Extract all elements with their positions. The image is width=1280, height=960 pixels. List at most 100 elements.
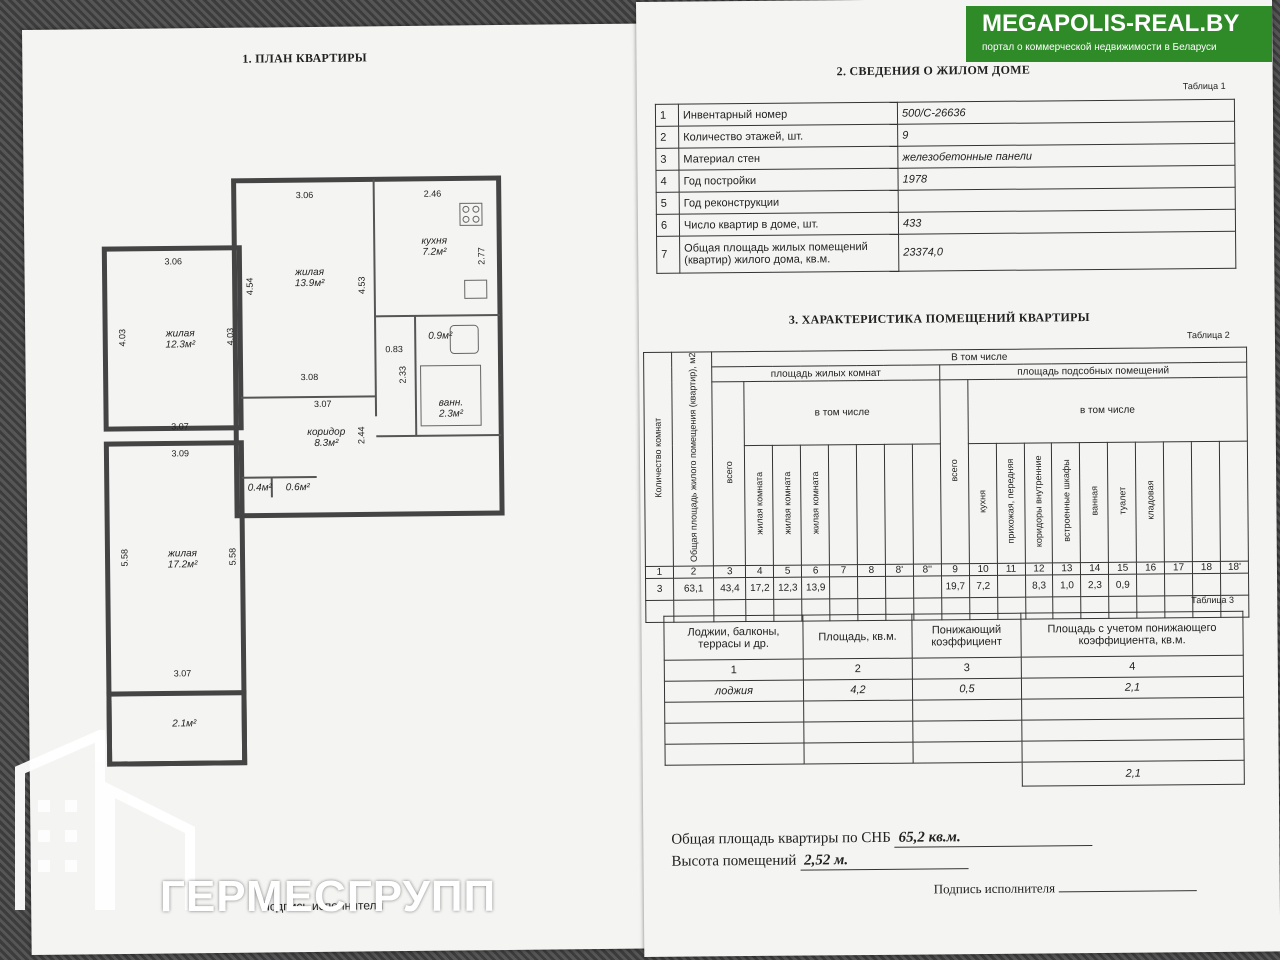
dim-2: 4.03 — [117, 328, 128, 347]
signature: Подпись исполнителя — [934, 879, 1197, 897]
building-logo-icon — [15, 730, 195, 910]
dim-4: 3.06 — [295, 189, 314, 201]
dim-17: 5.58 — [227, 547, 238, 566]
col-number: 8 — [857, 563, 886, 577]
col-number: 3 — [713, 565, 746, 578]
col-number: 1 — [645, 565, 674, 578]
summary-height-value: 2,52 м. — [800, 851, 969, 871]
value-cell: 0,9 — [1108, 573, 1137, 596]
h-area-coef: Площадь с учетом понижающего коэффициент… — [1020, 611, 1244, 658]
dim-8: 3.07 — [313, 398, 332, 409]
company-logo-text: ГЕРМЕСГРУПП — [160, 872, 497, 921]
h-total: Общая площадь жилого помещения (квартир)… — [686, 352, 699, 563]
summary-height-label: Высота помещений — [671, 852, 797, 870]
col-aux-storage: кладовая — [1144, 480, 1156, 520]
room-toilet: 0.9м² — [428, 330, 453, 342]
col-living-2: жилая комната — [781, 471, 793, 535]
rooms-table: Количество комнат Общая площадь жилого п… — [643, 347, 1249, 623]
col-number: 8' — [885, 563, 914, 576]
value-cell — [913, 575, 942, 598]
value-cell — [1220, 572, 1249, 595]
summary-area: Общая площадь квартиры по СНБ 65,2 кв.м. — [671, 828, 1093, 850]
h-balcony-type: Лоджии, балконы, террасы и др. — [663, 615, 804, 661]
dim-7: 3.08 — [300, 371, 319, 383]
h-area: Площадь, кв.м. — [802, 614, 913, 660]
col-aux-hall: прихожая, передняя — [1005, 458, 1016, 544]
h-count: Количество комнат — [653, 417, 664, 498]
balcony-total: 2,1 — [1022, 760, 1245, 787]
summary-height: Высота помещений 2,52 м. — [671, 851, 969, 872]
dim-1: 3.06 — [164, 256, 183, 267]
dim-3: 4.03 — [225, 327, 236, 346]
dim-9: 2.46 — [423, 188, 442, 199]
value-cell — [885, 575, 914, 598]
col-aux-kitchen: кухня — [977, 490, 988, 514]
value-cell — [997, 574, 1026, 597]
value-cell — [1136, 573, 1165, 596]
h-incl2: в том числе — [744, 379, 941, 446]
col-number: 6 — [801, 564, 830, 577]
dim-10: 2.77 — [476, 247, 487, 265]
value-cell — [1164, 573, 1193, 596]
col-number: 10 — [969, 562, 998, 576]
dim-16: 5.58 — [119, 548, 130, 567]
col-number: 13 — [1052, 562, 1081, 575]
col-number: 8'' — [913, 563, 942, 576]
house-title: 2. СВЕДЕНИЯ О ЖИЛОМ ДОМЕ — [836, 62, 1031, 79]
col-number: 4 — [745, 564, 774, 578]
value-cell: 1,0 — [1052, 574, 1082, 597]
dim-18: 3.07 — [173, 668, 192, 679]
value-cell: 12,3 — [773, 576, 802, 599]
value-cell — [857, 575, 886, 599]
value-cell: 19,7 — [941, 575, 970, 598]
col-number: 17 — [1164, 561, 1193, 574]
room-closet-2: 0.6м² — [285, 482, 310, 494]
dim-12: 2.33 — [397, 365, 408, 384]
table1-label: Таблица 1 — [1182, 80, 1226, 92]
table2-label: Таблица 2 — [1186, 329, 1230, 341]
col-number: 11 — [997, 562, 1026, 575]
value-cell — [1192, 572, 1221, 596]
table-row: 2,1 — [665, 760, 1245, 789]
col-number: 2 — [673, 565, 714, 578]
col-number: 15 — [1108, 561, 1137, 574]
room-closet-1: 0.4м² — [247, 482, 272, 494]
col-aux-corridor: коридоры внутренние — [1032, 455, 1044, 547]
col-living-1: жилая комната — [753, 472, 765, 535]
col-number: 9 — [941, 563, 970, 576]
summary-area-label: Общая площадь квартиры по СНБ — [671, 829, 891, 848]
col-aux-bath: ванная — [1089, 485, 1100, 516]
col-number: 12 — [1024, 562, 1053, 575]
col-number: 5 — [773, 564, 802, 577]
h-coef: Понижающий коэффициент — [911, 613, 1022, 659]
h-vsego2: всего — [949, 458, 960, 482]
value-cell: 43,4 — [713, 577, 747, 600]
col-number: 14 — [1080, 561, 1109, 575]
room-loggia: 2.1м² — [172, 718, 197, 730]
balcony-table: Лоджии, балконы, террасы и др. Площадь, … — [663, 611, 1245, 790]
signature-label: Подпись исполнителя — [933, 880, 1056, 897]
col-number: 18 — [1192, 560, 1221, 574]
col-aux-closet: встроенные шкафы — [1060, 459, 1072, 543]
table3-label: Таблица 3 — [1191, 594, 1235, 606]
col-number: 16 — [1136, 561, 1165, 574]
floor-plan-drawing — [101, 175, 505, 767]
dim-14: 3.07 — [171, 421, 189, 432]
value-cell: 2,3 — [1080, 573, 1109, 597]
dim-11: 0.83 — [385, 344, 403, 355]
h-incl3: в том числе — [967, 377, 1248, 444]
h-vsego: всего — [723, 460, 734, 484]
rooms-title: 3. ХАРАКТЕРИСТИКА ПОМЕЩЕНИЙ КВАРТИРЫ — [788, 310, 1090, 327]
brand-subtitle: портал о коммерческой недвижимости в Бел… — [982, 42, 1217, 53]
col-living-3: жилая комната — [809, 471, 821, 535]
value-cell — [829, 576, 858, 599]
col-number: 7 — [829, 564, 858, 577]
